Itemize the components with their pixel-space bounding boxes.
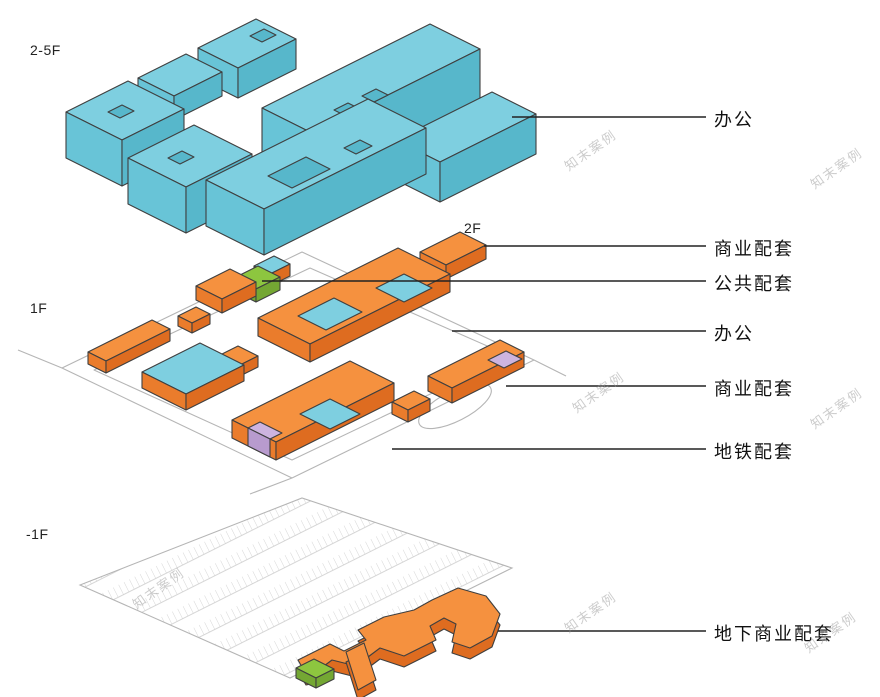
road-stub	[17, 349, 63, 369]
road-stub	[533, 359, 567, 377]
1f-commercial-building-right	[427, 339, 525, 404]
roof-vent	[343, 139, 373, 155]
leader-lines	[262, 116, 706, 632]
floor-2-5f-office-massing	[65, 18, 537, 256]
1f-commercial-block	[195, 268, 257, 314]
floor-label-2-5f: 2-5F	[30, 42, 61, 58]
face-right	[221, 281, 257, 314]
1f-commercial-block	[177, 306, 211, 334]
face-right	[237, 38, 297, 99]
floor-minus1f-plan	[78, 497, 514, 697]
legend-underground-retail: 地下商业配套	[714, 624, 834, 644]
legend-office-1f: 办公	[714, 324, 754, 344]
floor-label-minus1f: -1F	[26, 526, 49, 542]
1f-metro-building	[231, 360, 395, 461]
roof-vent	[167, 150, 195, 165]
road-stub	[249, 477, 293, 495]
legend-metro-1f: 地铁配套	[714, 442, 794, 462]
face-right	[191, 313, 211, 334]
metro-side-patch	[247, 427, 271, 458]
1f-office-block	[141, 342, 245, 411]
minus1f-public-block	[295, 658, 335, 689]
roof-vent	[249, 28, 277, 43]
face-right	[315, 668, 335, 689]
face-right	[407, 398, 431, 423]
office-building	[205, 98, 427, 256]
face-right	[263, 127, 427, 256]
office-roof-patch	[297, 297, 363, 331]
roof-vent	[107, 104, 135, 119]
floor-label-1f: 1F	[30, 300, 48, 316]
legend-commercial-2f: 商业配套	[714, 239, 794, 259]
legend-office-25f: 办公	[714, 110, 754, 130]
legend-commercial-1f: 商业配套	[714, 379, 794, 399]
legend-public-1f: 公共配套	[714, 274, 794, 294]
parking-field	[78, 497, 514, 679]
1f-office-main-building	[257, 247, 451, 363]
face-right	[185, 364, 245, 411]
face-right	[439, 113, 537, 203]
1f-commercial-bar	[87, 319, 171, 374]
floor-label-2f: 2F	[464, 220, 482, 236]
metro-roof-patch	[487, 350, 523, 369]
roof-courtyard	[267, 156, 331, 189]
office-roof-patch	[299, 398, 361, 430]
1f-commercial-block	[391, 390, 431, 423]
retail-strip-top	[345, 642, 377, 691]
face-right	[105, 328, 171, 374]
floor-1f-plan	[17, 247, 567, 495]
